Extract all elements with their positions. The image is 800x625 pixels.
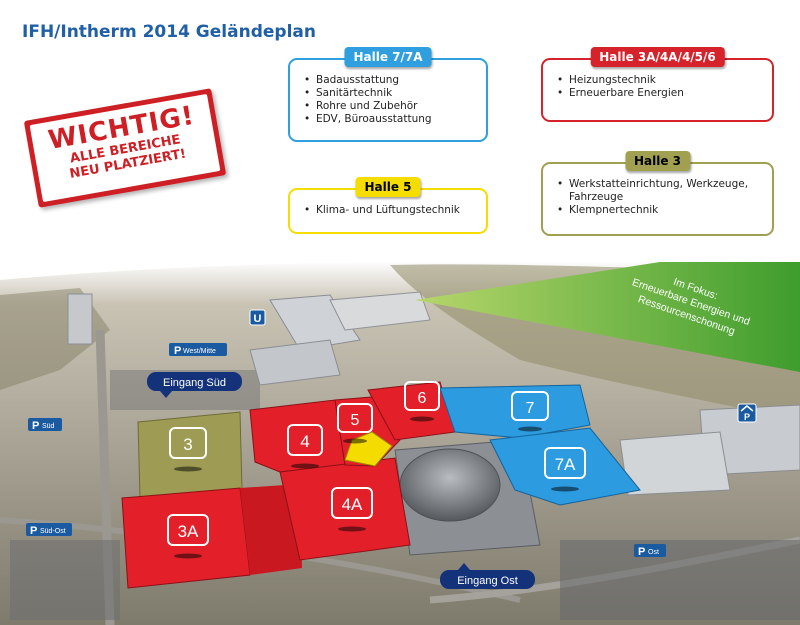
fokus-band: [415, 262, 800, 372]
parking-icon: P: [30, 525, 37, 537]
hall-7a-badge: 7A: [544, 447, 586, 479]
parking-sued: P Süd: [28, 418, 62, 432]
hall-3-badge: 3: [169, 427, 207, 459]
legend-item: EDV, Büroausstattung: [304, 113, 474, 126]
parking-west-mitte: P West/Mitte: [169, 343, 227, 357]
wichtig-stamp: WICHTIG! ALLE BEREICHE NEU PLATZIERT!: [23, 88, 227, 208]
hall-3-number: 3: [183, 435, 192, 454]
parking-icon: P: [32, 420, 39, 432]
legend-halle-3-label: Halle 3: [624, 151, 691, 171]
svg-text:West/Mitte: West/Mitte: [183, 348, 216, 355]
parking-icon: P: [174, 345, 181, 357]
hall-4-shape[interactable]: [249, 399, 346, 473]
svg-text:Süd-Ost: Süd-Ost: [40, 528, 66, 535]
hall-7-number: 7: [526, 400, 535, 417]
hall-3-shape[interactable]: [137, 411, 243, 499]
hall-7-badge: 7: [511, 391, 549, 421]
hall-7-shape[interactable]: [439, 384, 591, 439]
legend-item: Heizungstechnik: [557, 74, 760, 87]
svg-text:P: P: [744, 412, 750, 422]
hall-4-badge: 4: [287, 424, 323, 456]
hall-4-number: 4: [300, 432, 309, 451]
hall-5-badge: 5: [337, 403, 373, 433]
legend-halle-3a-label: Halle 3A/4A/4/5/6: [590, 47, 725, 67]
hall-5-number: 5: [351, 412, 360, 429]
svg-text:Süd: Süd: [42, 423, 55, 430]
aerial-map: 3 3A 4 4A 5 6 7 7A Im Fokus: Erneuerbare…: [0, 260, 800, 625]
parking-garage-icon: P: [737, 403, 757, 423]
legend-halle-3a-4a-4-5-6: Halle 3A/4A/4/5/6 Heizungstechnik Erneue…: [541, 47, 774, 122]
legend-item: Rohre und Zubehör: [304, 100, 474, 113]
hall-7a-number: 7A: [555, 455, 576, 474]
parking-sued-ost: P Süd-Ost: [26, 523, 72, 537]
legend-item: Klima- und Lüftungstechnik: [304, 204, 474, 217]
hall-7a-shape[interactable]: [489, 427, 641, 506]
hall-4a-badge: 4A: [331, 487, 373, 519]
legend-item: Klempnertechnik: [557, 204, 760, 217]
svg-text:U: U: [254, 313, 262, 325]
hall-6-number: 6: [418, 390, 427, 407]
entrance-ost-label: Eingang Ost: [457, 575, 518, 587]
legend-item: Badausstattung: [304, 74, 474, 87]
legend-halle-5: Halle 5 Klima- und Lüftungstechnik: [288, 177, 488, 234]
hall-3a-badge: 3A: [167, 514, 209, 546]
hall-3a-number: 3A: [178, 522, 199, 541]
parking-ost: P Ost: [634, 544, 666, 558]
entrance-sued: Eingang Süd: [147, 372, 242, 398]
legend-halle-7-7a-label: Halle 7/7A: [344, 47, 432, 67]
ubahn-icon: U: [249, 309, 266, 326]
legend-halle-5-label: Halle 5: [355, 177, 421, 197]
entrance-sued-label: Eingang Süd: [163, 377, 226, 389]
hall-4a-number: 4A: [342, 495, 363, 514]
svg-text:Ost: Ost: [648, 549, 659, 556]
hall-6-badge: 6: [404, 381, 440, 411]
legend-halle-7-7a: Halle 7/7A Badausstattung Sanitärtechnik…: [288, 47, 488, 142]
page-title: IFH/Intherm 2014 Geländeplan: [22, 22, 316, 42]
parking-icon: P: [638, 546, 645, 558]
legend-halle-3: Halle 3 Werkstatteinrichtung, Werkzeuge,…: [541, 151, 774, 236]
hall-3a-shape[interactable]: [121, 484, 302, 589]
legend-item: Sanitärtechnik: [304, 87, 474, 100]
legend-item: Erneuerbare Energien: [557, 87, 760, 100]
legend-item: Werkstatteinrichtung, Werkzeuge, Fahrzeu…: [557, 178, 760, 204]
entrance-ost: Eingang Ost: [440, 563, 535, 589]
